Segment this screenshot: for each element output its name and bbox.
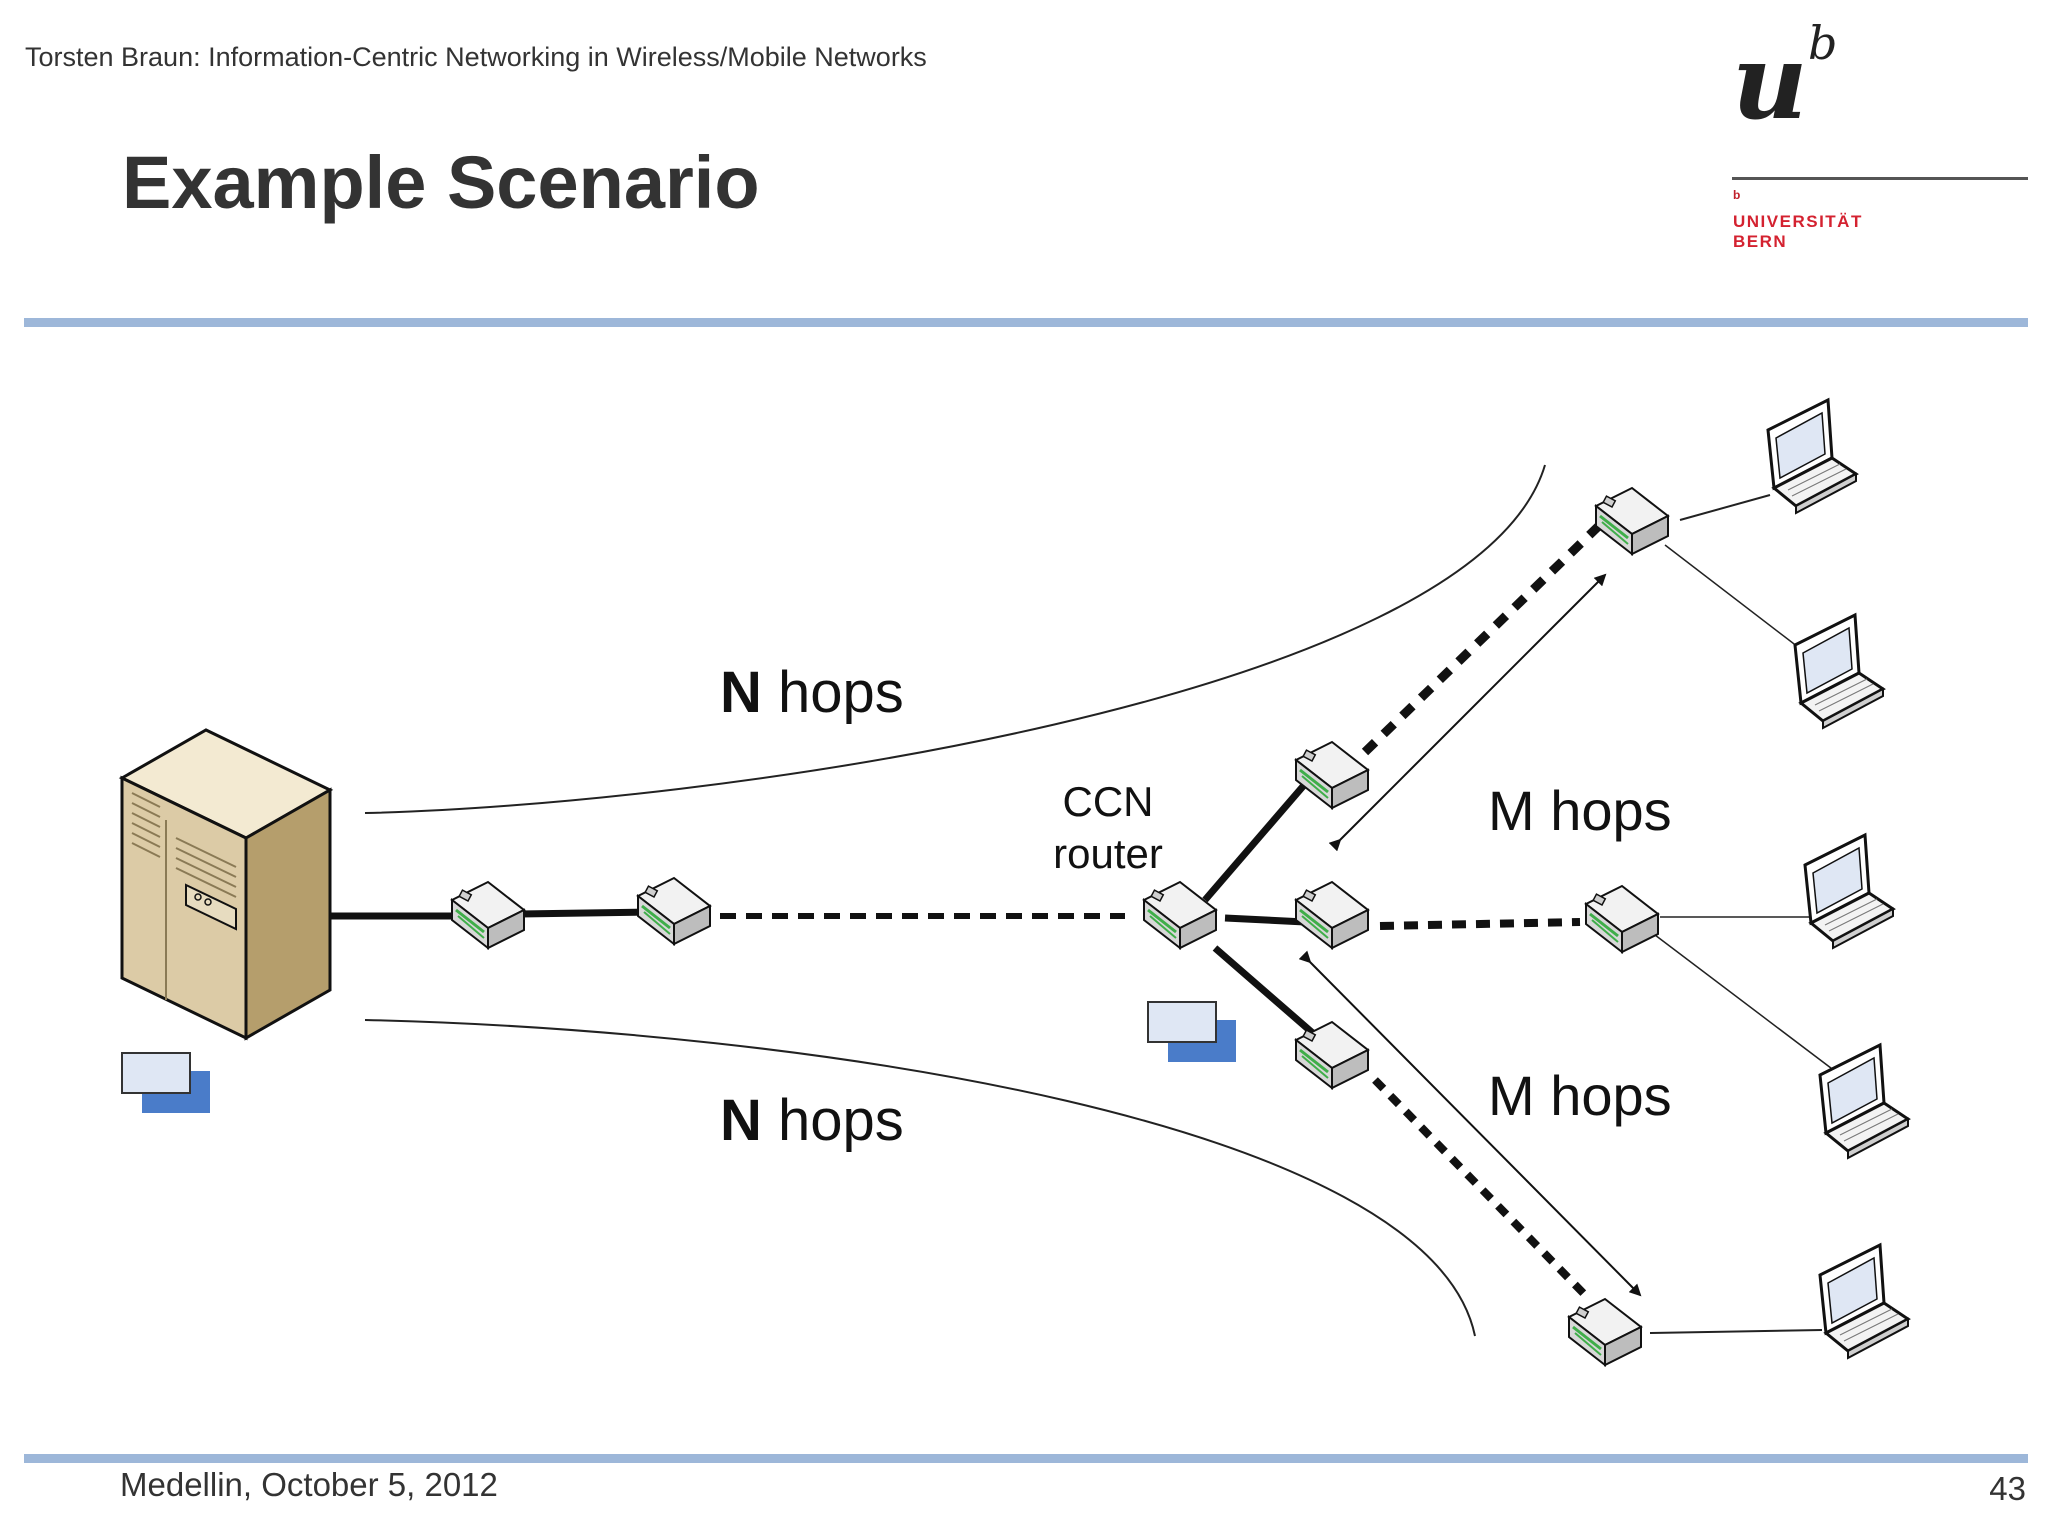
- link-middle-dotted: [1379, 918, 1581, 930]
- link-edge-laptop-1: [1679, 494, 1771, 521]
- router-icon-lower: [1294, 1020, 1370, 1090]
- n-hops-top-text: hops: [762, 660, 904, 725]
- router-icon-2: [636, 876, 712, 946]
- header-rule: [24, 318, 2028, 327]
- n-hops-bottom-n: N: [720, 1088, 762, 1153]
- upper-arrow: [1328, 573, 1607, 852]
- edge-router-icon-middle: [1584, 884, 1660, 954]
- link-ccn-middle-router: [1224, 914, 1306, 926]
- link-edge-laptop-5: [1649, 1329, 1823, 1334]
- logo-superscript-b: b: [1808, 16, 1838, 70]
- edge-router-icon-bottom: [1567, 1297, 1643, 1367]
- link-ccn-upper-router: [1202, 781, 1308, 903]
- laptop-icon-3: [1803, 833, 1895, 950]
- slide-header: Torsten Braun: Information-Centric Netwo…: [25, 42, 927, 72]
- logo-letter-u: u: [1732, 20, 1808, 143]
- n-hops-bottom-text: hops: [762, 1088, 904, 1153]
- link-edge-laptop-4: [1654, 934, 1861, 1091]
- router-icon-1: [450, 880, 526, 950]
- n-hops-label-bottom: N hops: [720, 1088, 904, 1153]
- content-icon-server: [121, 1052, 211, 1114]
- edge-router-icon-top: [1594, 486, 1670, 556]
- content-icon-ccn: [1147, 1001, 1237, 1063]
- m-hops-label-bottom: M hops: [1488, 1064, 1672, 1127]
- footer-rule: [24, 1454, 2028, 1463]
- router-icon-middle: [1294, 880, 1370, 950]
- link-edge-laptop-2: [1664, 544, 1816, 661]
- n-hops-label-top: N hops: [720, 660, 904, 725]
- logo-line-universitat: UNIVERSITÄT: [1733, 212, 1863, 231]
- link-router1-router2: [519, 908, 656, 918]
- page-number: 43: [1989, 1470, 2026, 1507]
- logo-divider: [1732, 177, 2028, 180]
- router-icon-upper: [1294, 740, 1370, 810]
- server-icon: [118, 728, 334, 1041]
- laptop-icon-1: [1766, 398, 1858, 515]
- footer-location-date: Medellin, October 5, 2012: [120, 1466, 498, 1503]
- link-ccn-lower-router: [1212, 945, 1318, 1038]
- n-hops-upper-curve: [364, 464, 1546, 814]
- ccn-label-line2: router: [1053, 830, 1163, 877]
- university-logo: u b b UNIVERSITÄT BERN: [1730, 20, 2030, 260]
- logo-small-b: b: [1733, 188, 1741, 202]
- m-hops-label-top: M hops: [1488, 779, 1672, 842]
- link-upper-dotted: [1361, 516, 1609, 756]
- laptop-icon-4: [1818, 1043, 1910, 1160]
- logo-university-name: UNIVERSITÄT BERN: [1733, 212, 1863, 252]
- ccn-router-icon: [1142, 880, 1218, 950]
- logo-line-bern: BERN: [1733, 232, 1788, 251]
- slide-title: Example Scenario: [122, 141, 760, 224]
- laptop-icon-5: [1818, 1243, 1910, 1360]
- laptop-icon-2: [1793, 613, 1885, 730]
- ccn-label-line1: CCN: [1063, 778, 1154, 825]
- n-hops-top-n: N: [720, 660, 762, 725]
- lower-arrow: [1298, 950, 1642, 1297]
